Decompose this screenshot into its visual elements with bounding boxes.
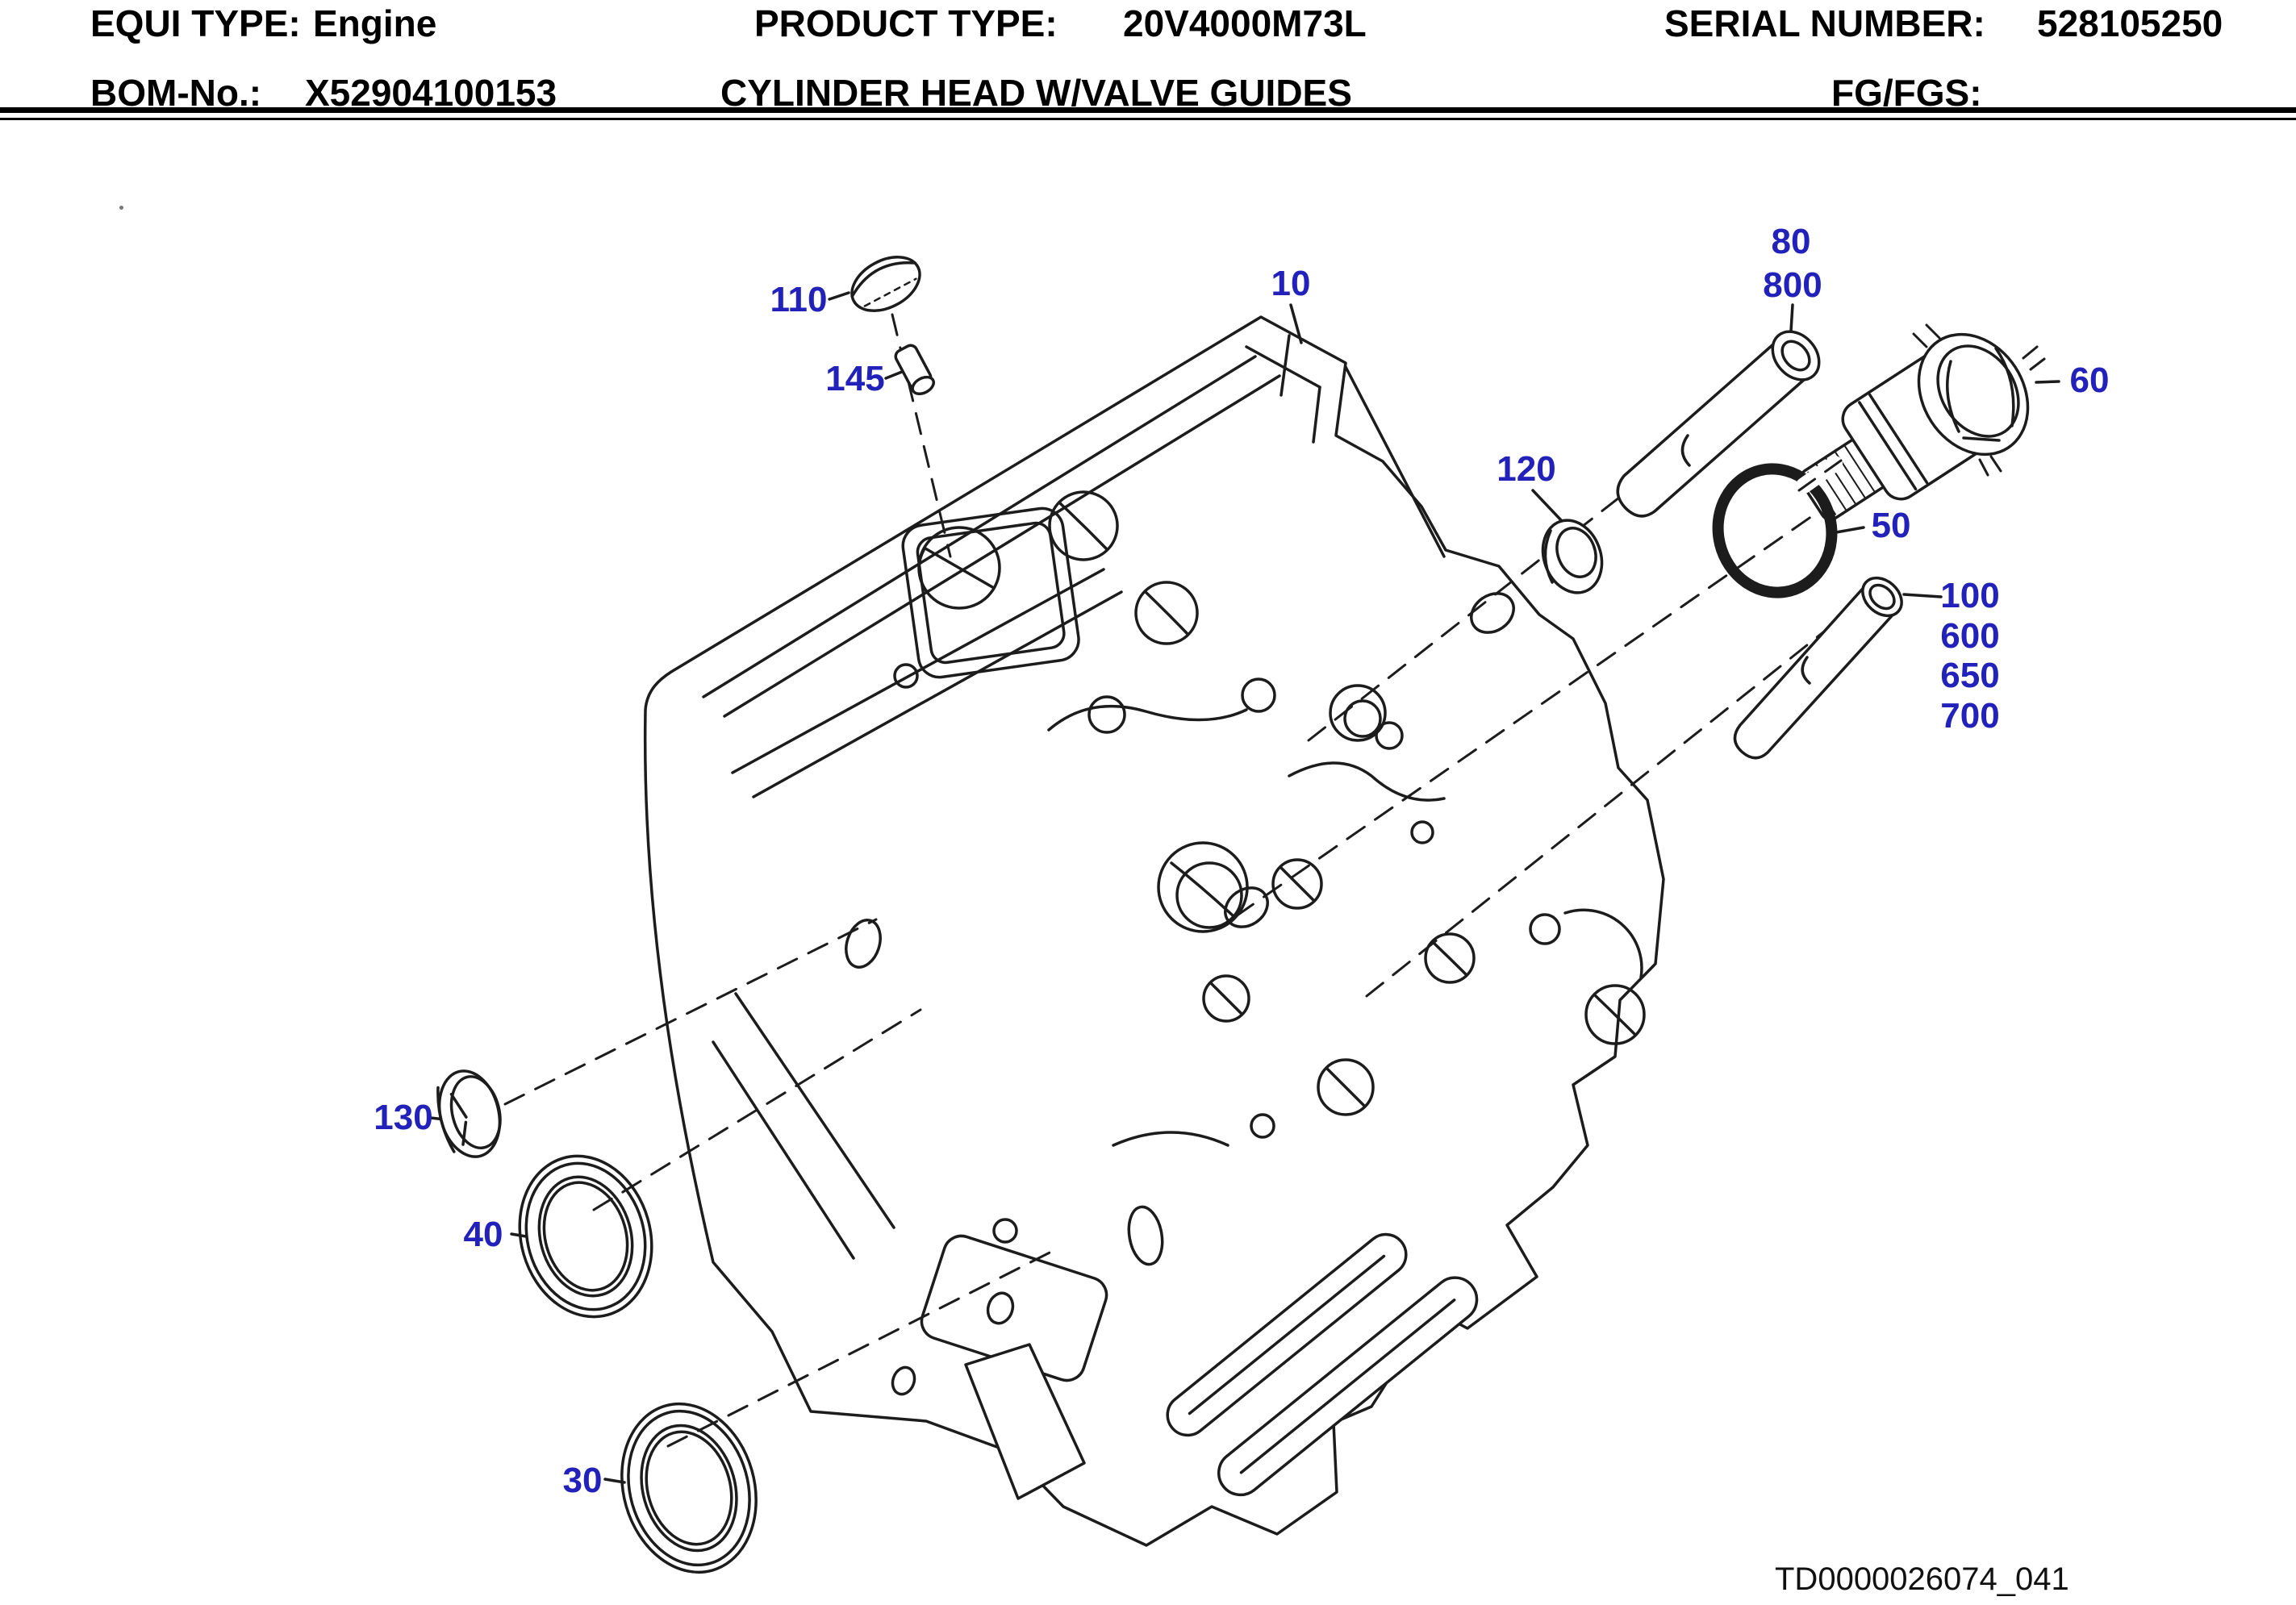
part-30-seal-ring — [620, 1402, 758, 1574]
product-type-label: PRODUCT TYPE: — [754, 2, 1058, 44]
head-side-channel — [731, 568, 1123, 798]
callout-700[interactable]: 700 — [1940, 696, 2000, 736]
callout-60[interactable]: 60 — [2069, 361, 2110, 400]
part-10-cylinder-head — [643, 315, 1665, 1547]
callout-600[interactable]: 600 — [1940, 616, 2000, 656]
serial-number-value: 528105250 — [2037, 2, 2223, 44]
head-casting-contours — [712, 365, 1643, 1260]
callout-145[interactable]: 145 — [825, 359, 885, 398]
callout-10[interactable]: 10 — [1271, 264, 1311, 303]
part-145-pin — [894, 344, 936, 396]
callout-110[interactable]: 110 — [770, 280, 828, 319]
callout-800[interactable]: 800 — [1763, 265, 1822, 305]
callout-650[interactable]: 650 — [1940, 656, 2000, 695]
stray-dot — [119, 206, 123, 210]
callout-80[interactable]: 80 — [1771, 222, 1811, 261]
callout-130[interactable]: 130 — [374, 1098, 433, 1137]
head-face-bores — [1048, 490, 1646, 1116]
rim-notches — [1912, 323, 2046, 477]
head-silhouette — [643, 315, 1665, 1547]
head-bottom-bracket — [920, 1232, 1479, 1500]
axis-40 — [592, 1008, 922, 1211]
page-title: CYLINDER HEAD W/VALVE GUIDES — [720, 72, 1352, 114]
callout-40[interactable]: 40 — [463, 1215, 503, 1254]
bom-no-value: X52904100153 — [305, 72, 557, 114]
callout-120[interactable]: 120 — [1497, 449, 1556, 489]
part-110-cap — [850, 256, 921, 312]
callout-50[interactable]: 50 — [1871, 506, 1911, 545]
axis-30 — [666, 1247, 1059, 1448]
bom-no-label: BOM-No.: — [90, 72, 262, 114]
head-top-recess — [901, 507, 1080, 679]
axis-50-60 — [1234, 474, 1872, 918]
serial-number-label: SERIAL NUMBER: — [1664, 2, 1985, 44]
part-120-bushing — [1541, 519, 1604, 594]
part-50-o-ring — [1712, 456, 1843, 598]
header-divider-thin — [0, 118, 2296, 120]
callout-30[interactable]: 30 — [562, 1461, 603, 1500]
drawing-id: TD0000026074_041 — [1775, 1561, 2069, 1597]
part-100-valve-guide — [1733, 576, 1903, 760]
head-corner-block — [1245, 334, 1321, 444]
product-type-value: 20V4000M73L — [1123, 2, 1367, 44]
callout-100[interactable]: 100 — [1940, 576, 2000, 615]
header-divider-thick — [0, 107, 2296, 113]
part-130-cup-plug — [436, 1069, 502, 1158]
equi-type-value: Engine — [313, 2, 437, 44]
part-60-adapter-sleeve — [1799, 323, 2046, 521]
equi-type-label: EQUI TYPE: — [90, 2, 301, 44]
part-80-800-valve-guide — [1616, 330, 1821, 518]
part-40-seal-ring — [518, 1154, 653, 1319]
fg-fgs-label: FG/FGS: — [1831, 72, 1982, 114]
head-top-chamfer — [702, 355, 1281, 718]
axis-100 — [1365, 595, 1869, 998]
head-small-holes — [845, 592, 1561, 1396]
axis-130 — [503, 918, 878, 1106]
